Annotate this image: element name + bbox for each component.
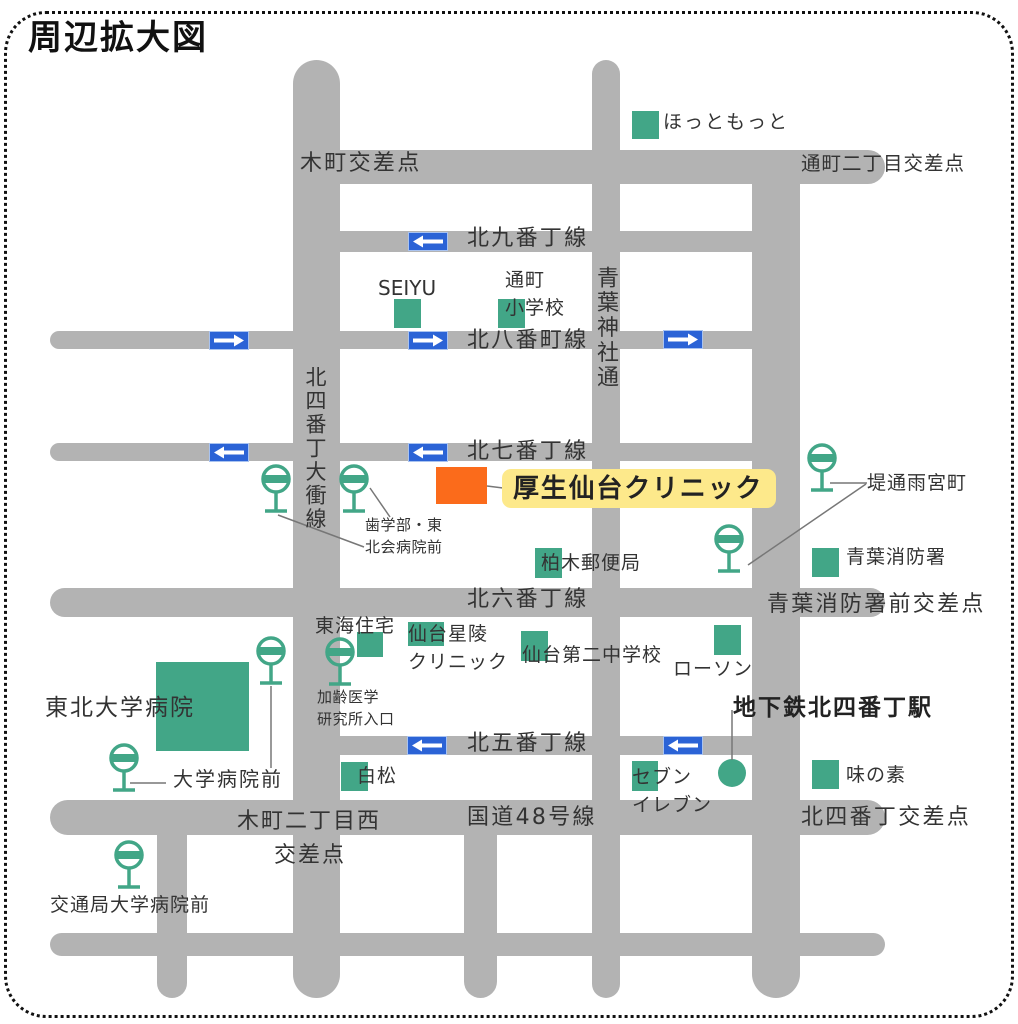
intersection-label-kimachi-2chome-west: 木町二丁目西	[237, 809, 382, 834]
landmark-label-school-2: 小学校	[505, 297, 566, 319]
subway-station-icon[interactable]	[718, 759, 746, 787]
intersection-label-kimachi: 木町交差点	[300, 151, 422, 176]
road-vertical-center	[464, 815, 497, 998]
intersection-label-kimachi-2chome-west-2: 交差点	[274, 843, 347, 868]
bus-stop-label-tsutsumidori: 堤通雨宮町	[867, 472, 968, 494]
poi-marker-ajinomoto	[812, 760, 839, 789]
poi-marker-post-office	[535, 548, 562, 578]
bus-stop-icon[interactable]	[113, 840, 145, 890]
road-vertical-right	[752, 165, 800, 998]
landmark-label-shiramatsu: 白松	[357, 765, 398, 787]
landmark-label-fire-station: 青葉消防署	[846, 546, 947, 568]
landmark-label-seven-2: イレブン	[632, 794, 713, 816]
bus-stop-label-dental-1: 歯学部・東	[365, 516, 443, 534]
bus-stop-label-kotsukyoku: 交通局大学病院前	[50, 894, 211, 916]
intersection-label-aoba-fire-front: 青葉消防署前交差点	[767, 592, 986, 617]
bus-stop-icon[interactable]	[260, 464, 292, 514]
map-frame-border	[4, 11, 1014, 1018]
street-label-kita5: 北五番丁線	[467, 731, 589, 756]
poi-marker-school	[498, 299, 525, 328]
bus-stop-label-dental-2: 北会病院前	[365, 538, 443, 556]
bus-stop-label-univ-hospital: 大学病院前	[173, 767, 283, 791]
oneway-right-arrow-icon	[209, 331, 249, 350]
road-aoba-jinja	[592, 60, 620, 998]
landmark-label-hottomotto: ほっともっと	[663, 111, 790, 133]
oneway-left-arrow-icon	[408, 232, 448, 251]
poi-marker-seiyu	[394, 299, 421, 328]
clinic-location-marker[interactable]	[436, 467, 487, 504]
bus-stop-icon[interactable]	[108, 743, 140, 793]
oneway-left-arrow-icon	[209, 443, 249, 462]
landmark-label-seiryo-1: 仙台星陵	[408, 623, 489, 645]
bus-stop-icon[interactable]	[713, 524, 745, 574]
bus-stop-label-aging-1: 加齢医学	[317, 688, 380, 706]
bus-stop-label-aging-2: 研究所入口	[317, 710, 395, 728]
bus-stop-icon[interactable]	[324, 637, 356, 687]
poi-marker-seiryo	[408, 622, 444, 646]
poi-marker-junior-high	[521, 631, 548, 661]
street-label-kita4-taisho: 北四番丁大衝線	[303, 366, 327, 532]
landmark-label-seiryo-2: クリニック	[408, 651, 509, 673]
landmark-label-lawson: ローソン	[673, 658, 754, 680]
clinic-name-label[interactable]: 厚生仙台クリニック	[502, 469, 776, 508]
bus-stop-icon[interactable]	[338, 464, 370, 514]
oneway-right-arrow-icon	[663, 330, 703, 349]
poi-marker-lawson	[714, 625, 741, 655]
landmark-label-ajinomoto: 味の素	[846, 764, 907, 786]
poi-marker-tohoku-hospital	[156, 662, 249, 751]
oneway-left-arrow-icon	[408, 443, 448, 462]
map-title: 周辺拡大図	[28, 18, 208, 58]
street-label-kita7: 北七番丁線	[467, 439, 589, 464]
poi-marker-fire-station	[812, 548, 839, 577]
landmark-label-junior-high: 仙台第二中学校	[522, 644, 663, 666]
oneway-left-arrow-icon	[407, 736, 447, 755]
road-kita6	[50, 588, 885, 617]
bus-stop-icon[interactable]	[806, 443, 838, 493]
landmark-label-tohoku-hospital: 東北大学病院	[45, 695, 195, 721]
landmark-label-school-1: 通町	[505, 269, 546, 291]
intersection-label-tori-2chome: 通町二丁目交差点	[801, 152, 966, 175]
oneway-right-arrow-icon	[408, 331, 448, 350]
bus-stop-icon[interactable]	[255, 636, 287, 686]
intersection-label-kita4: 北四番丁交差点	[801, 805, 972, 830]
landmark-label-tokai: 東海住宅	[315, 615, 396, 637]
landmark-label-seiyu: SEIYU	[378, 276, 437, 300]
landmark-label-seven-1: セブン	[632, 766, 693, 788]
poi-marker-seven-eleven	[632, 761, 658, 791]
station-label: 地下鉄北四番丁駅	[733, 695, 933, 721]
poi-marker-shiramatsu	[341, 762, 368, 791]
landmark-label-post-office: 柏木郵便局	[541, 552, 642, 574]
road-vertical-far-left	[157, 815, 187, 998]
street-label-route48: 国道48号線	[467, 805, 597, 830]
street-label-aoba-jinja: 青葉神社通	[593, 266, 618, 390]
oneway-left-arrow-icon	[663, 736, 703, 755]
street-label-kita6: 北六番丁線	[467, 587, 589, 612]
street-label-kita8: 北八番町線	[467, 328, 589, 353]
poi-marker-tokai	[357, 632, 383, 657]
poi-marker-hottomotto	[632, 111, 659, 139]
street-label-kita9: 北九番丁線	[467, 226, 589, 251]
